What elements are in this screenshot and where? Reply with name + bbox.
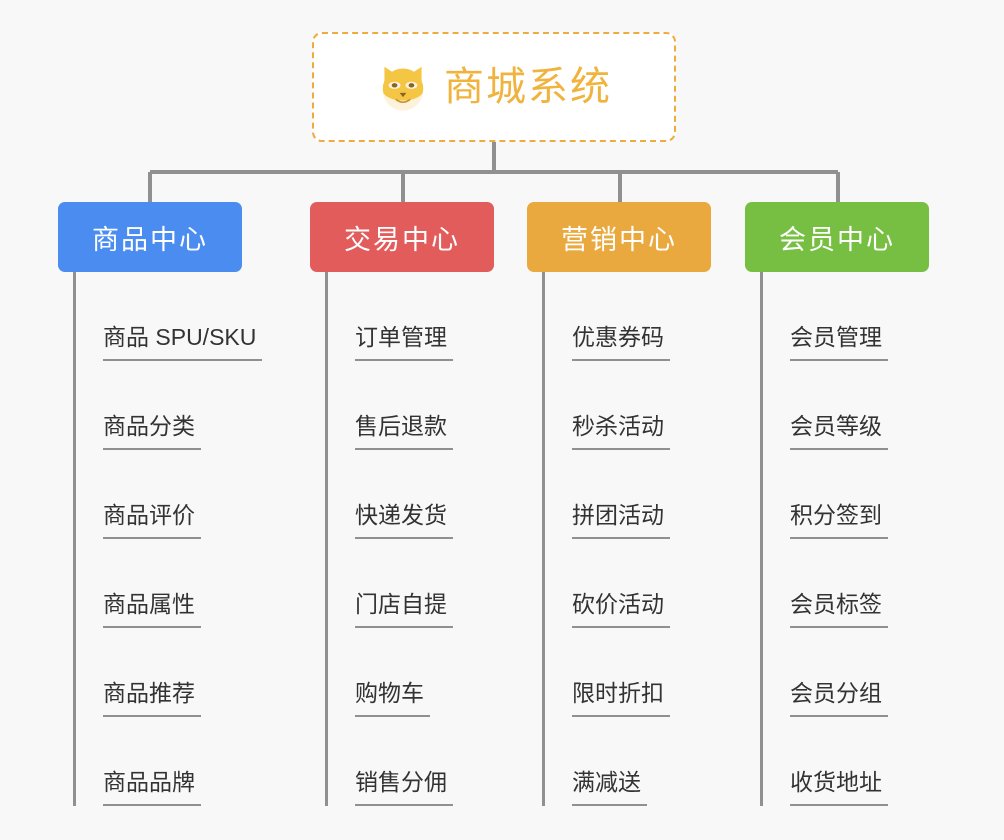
branch-items-4: 会员管理 会员等级 积分签到 会员标签 会员分组 收货地址 (745, 272, 929, 806)
shiba-dog-face-icon (382, 66, 424, 111)
leaf-label: 商品推荐 (103, 680, 201, 717)
leaf-label: 门店自提 (355, 591, 453, 628)
leaf-label: 商品品牌 (103, 769, 201, 806)
branch-column-1: 商品中心 商品 SPU/SKU 商品分类 商品评价 商品属性 商品推荐 商品品牌 (58, 202, 263, 806)
leaf-item[interactable]: 砍价活动 (527, 539, 711, 628)
leaf-item[interactable]: 订单管理 (310, 272, 494, 361)
leaf-item[interactable]: 会员管理 (745, 272, 929, 361)
leaf-item[interactable]: 积分签到 (745, 450, 929, 539)
leaf-label: 秒杀活动 (572, 413, 670, 450)
leaf-label: 会员等级 (790, 413, 888, 450)
leaf-item[interactable]: 会员标签 (745, 539, 929, 628)
branch-header-label: 会员中心 (779, 224, 895, 255)
root-node[interactable]: 商城系统 (312, 32, 676, 142)
leaf-label: 拼团活动 (572, 502, 670, 539)
branch-header-2[interactable]: 交易中心 (310, 202, 494, 272)
leaf-label: 会员分组 (790, 680, 888, 717)
leaf-item[interactable]: 商品品牌 (58, 717, 242, 806)
branch-column-4: 会员中心 会员管理 会员等级 积分签到 会员标签 会员分组 收货地址 (745, 202, 929, 806)
branch-column-3: 营销中心 优惠券码 秒杀活动 拼团活动 砍价活动 限时折扣 满减送 (527, 202, 711, 806)
leaf-label: 满减送 (572, 769, 647, 806)
branch-header-4[interactable]: 会员中心 (745, 202, 929, 272)
leaf-label: 快递发货 (355, 502, 453, 539)
leaf-item[interactable]: 拼团活动 (527, 450, 711, 539)
branch-header-label: 交易中心 (344, 224, 460, 255)
leaf-item[interactable]: 满减送 (527, 717, 711, 806)
leaf-item[interactable]: 限时折扣 (527, 628, 711, 717)
leaf-label: 销售分佣 (355, 769, 453, 806)
leaf-item[interactable]: 售后退款 (310, 361, 494, 450)
leaf-label: 会员标签 (790, 591, 888, 628)
leaf-item[interactable]: 秒杀活动 (527, 361, 711, 450)
leaf-item[interactable]: 商品推荐 (58, 628, 242, 717)
branch-trunk-3 (542, 272, 545, 806)
leaf-item[interactable]: 会员等级 (745, 361, 929, 450)
leaf-label: 会员管理 (790, 324, 888, 361)
branch-items-3: 优惠券码 秒杀活动 拼团活动 砍价活动 限时折扣 满减送 (527, 272, 711, 806)
leaf-label: 商品 SPU/SKU (103, 324, 263, 361)
leaf-item[interactable]: 快递发货 (310, 450, 494, 539)
leaf-item[interactable]: 优惠券码 (527, 272, 711, 361)
leaf-item[interactable]: 商品属性 (58, 539, 242, 628)
leaf-label: 砍价活动 (572, 591, 670, 628)
leaf-item[interactable]: 商品 SPU/SKU (58, 272, 263, 361)
branch-items-1: 商品 SPU/SKU 商品分类 商品评价 商品属性 商品推荐 商品品牌 (58, 272, 263, 806)
branch-header-1[interactable]: 商品中心 (58, 202, 242, 272)
leaf-item[interactable]: 收货地址 (745, 717, 929, 806)
leaf-item[interactable]: 会员分组 (745, 628, 929, 717)
leaf-label: 优惠券码 (572, 324, 670, 361)
branch-trunk-4 (760, 272, 763, 806)
leaf-label: 商品评价 (103, 502, 201, 539)
leaf-label: 购物车 (355, 680, 430, 717)
leaf-item[interactable]: 商品分类 (58, 361, 242, 450)
leaf-label: 售后退款 (355, 413, 453, 450)
branch-header-label: 营销中心 (561, 224, 677, 255)
leaf-item[interactable]: 购物车 (310, 628, 494, 717)
branch-trunk-2 (325, 272, 328, 806)
leaf-label: 订单管理 (355, 324, 453, 361)
leaf-label: 限时折扣 (572, 680, 670, 717)
leaf-label: 收货地址 (790, 769, 888, 806)
leaf-item[interactable]: 商品评价 (58, 450, 242, 539)
branch-header-3[interactable]: 营销中心 (527, 202, 711, 272)
leaf-item[interactable]: 门店自提 (310, 539, 494, 628)
branch-header-label: 商品中心 (92, 224, 208, 255)
branch-items-2: 订单管理 售后退款 快递发货 门店自提 购物车 销售分佣 (310, 272, 494, 806)
root-title: 商城系统 (444, 65, 612, 109)
leaf-label: 积分签到 (790, 502, 888, 539)
leaf-label: 商品分类 (103, 413, 201, 450)
leaf-item[interactable]: 销售分佣 (310, 717, 494, 806)
branch-column-2: 交易中心 订单管理 售后退款 快递发货 门店自提 购物车 销售分佣 (310, 202, 494, 806)
leaf-label: 商品属性 (103, 591, 201, 628)
branch-trunk-1 (73, 272, 76, 806)
